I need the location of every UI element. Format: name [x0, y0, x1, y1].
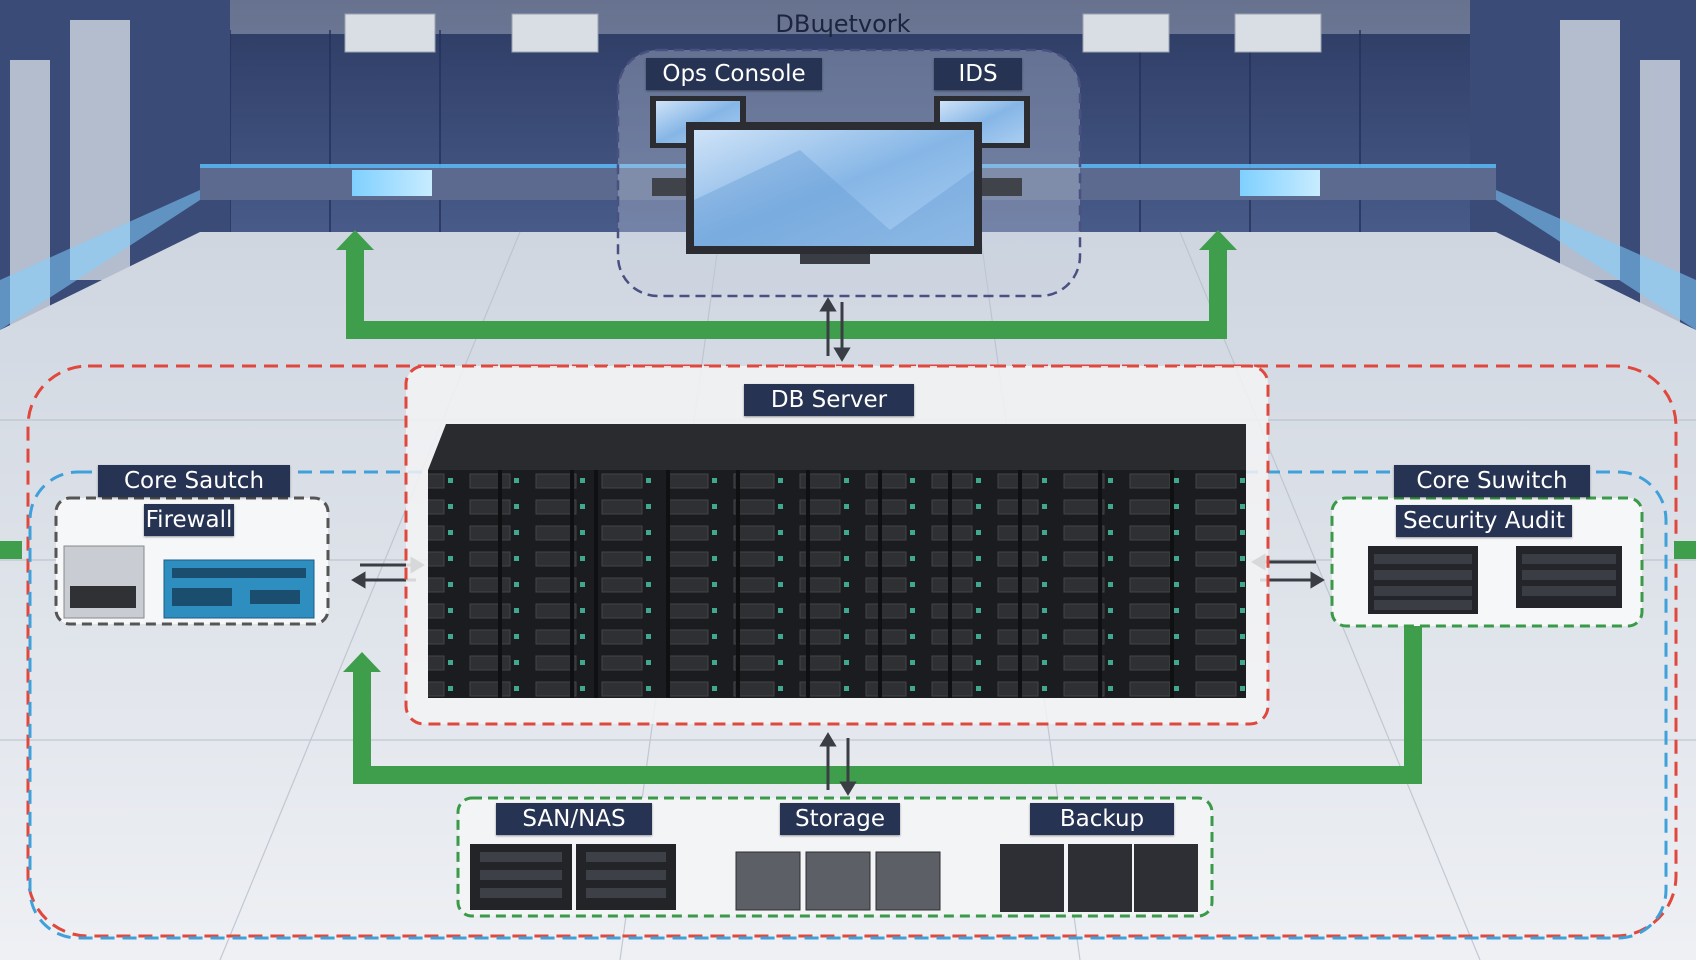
- label-ids: IDS: [934, 58, 1022, 90]
- label-security-audit: Security Audit: [1396, 505, 1572, 537]
- firewall-devices: [63, 545, 315, 619]
- label-san-nas: SAN/NAS: [496, 803, 652, 835]
- backup-devices: [1000, 844, 1198, 912]
- label-storage: Storage: [780, 803, 900, 835]
- label-ops-console: Ops Console: [646, 58, 822, 90]
- label-firewall: Firewall: [144, 504, 234, 536]
- arrowhead-ops-left: [336, 230, 374, 250]
- arrowhead-db-left: [343, 652, 381, 672]
- diagram-title: DBɰetvork: [775, 10, 911, 38]
- main-monitor: [686, 122, 982, 264]
- server-racks: [428, 424, 1246, 698]
- audit-devices: [1368, 546, 1622, 614]
- label-core-switch-right: Core Suwitch: [1394, 465, 1590, 497]
- flow-arrows: [0, 250, 1696, 784]
- label-core-switch-left: Core Sautch: [98, 465, 290, 497]
- label-backup: Backup: [1030, 803, 1174, 835]
- arrowhead-ops-right: [1199, 230, 1237, 250]
- storage-devices: [735, 851, 941, 911]
- outer-red-zone: [26, 364, 1678, 938]
- ceiling-ac-units: [344, 13, 1322, 53]
- san-nas-devices: [470, 844, 676, 910]
- label-db-server: DB Server: [744, 384, 914, 416]
